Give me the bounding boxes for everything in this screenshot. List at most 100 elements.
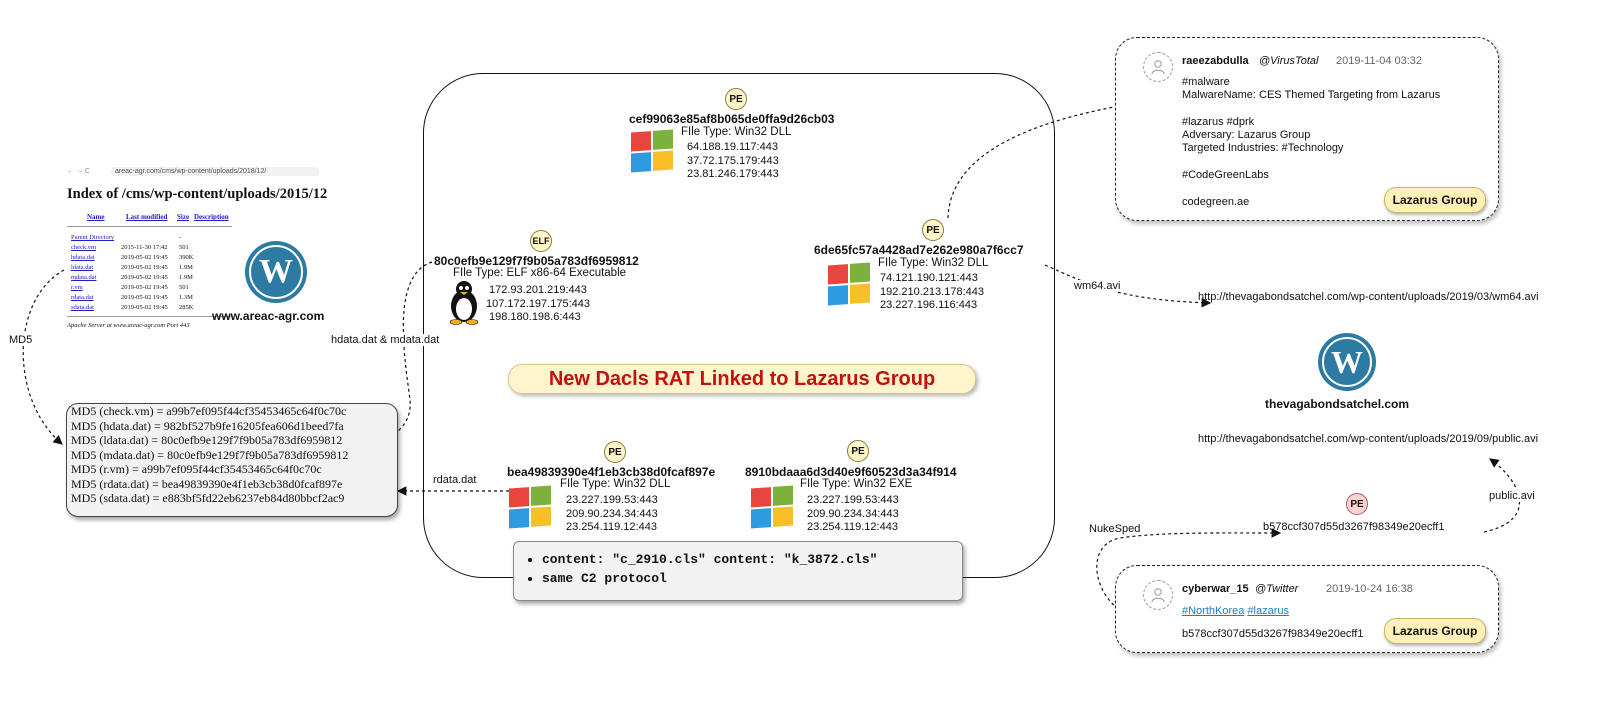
ip-list: 172.93.201.219:443 107.172.197.175:443 1… — [486, 284, 590, 325]
parent-row: Parent Directory - — [71, 234, 181, 241]
file-date: 2019-05-02 19:45 — [121, 274, 168, 281]
col-name: Name — [87, 213, 105, 221]
tweet-line: #malware — [1182, 76, 1230, 88]
file-link[interactable]: check.vm — [71, 244, 97, 251]
col-last-modified: Last modified — [126, 213, 168, 221]
wordpress-logo-icon: W — [245, 241, 307, 303]
edge-label-rdata: rdata.dat — [432, 474, 478, 486]
md5-line: MD5 (ldata.dat) = 80c0efb9e129f7f9b05a78… — [71, 433, 343, 447]
pe-badge: PE — [725, 88, 747, 110]
filetype-pe-top: FIle Type: Win32 DLL — [681, 126, 792, 138]
windows-logo-icon — [828, 262, 870, 306]
divider — [67, 226, 232, 227]
hashtag-link[interactable]: #lazarus — [1247, 605, 1290, 617]
directory-index-screenshot: ← → C areac-agr.com/cms/wp-content/uploa… — [63, 165, 333, 340]
ip-list: 64.188.19.117:443 37.72.175.179:443 23.8… — [687, 141, 779, 182]
pe-badge: PE — [1346, 493, 1368, 515]
ip-list: 23.227.199.53:443 209.90.234.34:443 23.2… — [566, 494, 658, 535]
file-link[interactable]: rdata.dat — [71, 294, 94, 301]
windows-logo-icon — [509, 485, 551, 529]
md5-line: MD5 (sdata.dat) = e883bf5fd22eb6237eb84d… — [71, 491, 345, 505]
file-date: 2019-05-02 19:45 — [121, 294, 168, 301]
tweet-line: codegreen.ae — [1182, 195, 1250, 208]
file-row: mdata.dat 2019-05-02 19:45 1.9M — [71, 274, 193, 281]
ip-list: 23.227.199.53:443 209.90.234.34:443 23.2… — [807, 494, 899, 535]
ip: 23.227.199.53:443 — [807, 494, 899, 506]
hash-pe-top: cef99063e85af8b065de0ffa9d26cb03 — [629, 112, 835, 126]
tweet-card-virustotal: raeezabdulla @VirusTotal 2019-11-04 03:3… — [1115, 37, 1499, 221]
wordpress-logo-icon: W — [1318, 333, 1376, 391]
file-date: 2015-11-30 17:42 — [121, 244, 168, 251]
tweet-line: Targeted Industries: #Technology — [1182, 142, 1344, 155]
parent-size: - — [179, 234, 182, 241]
ip: 209.90.234.34:443 — [807, 507, 899, 520]
hash-pe-br: 8910bdaaa6d3d40e9f60523d3a34f914 — [745, 465, 957, 479]
server-footer: Apache Server at www.areac-agr.com Port … — [67, 322, 190, 329]
content-item: same C2 protocol — [542, 569, 950, 588]
file-date: 2019-05-02 19:45 — [121, 264, 168, 271]
windows-logo-icon — [631, 129, 673, 173]
file-row: rdata.dat 2019-05-02 19:45 1.3M — [71, 294, 193, 301]
file-row: sdata.dat 2019-05-02 19:45 285K — [71, 304, 193, 311]
tweet-date: 2019-11-04 03:32 — [1336, 55, 1423, 67]
ip: 209.90.234.34:443 — [566, 507, 658, 520]
pe-badge: PE — [847, 440, 869, 462]
file-date: 2019-05-02 19:45 — [121, 304, 168, 311]
file-link[interactable]: ldata.dat — [71, 264, 94, 271]
edge-label-md5: MD5 — [8, 334, 34, 346]
avatar-icon — [1143, 580, 1173, 610]
windows-logo-icon — [751, 485, 793, 529]
ip-list: 74.121.190.121:443 192.210.213.178:443 2… — [880, 272, 984, 313]
hashtag-link[interactable]: #NorthKorea — [1182, 605, 1245, 617]
filetype-pe-br: FIle Type: Win32 EXE — [800, 478, 913, 490]
url-public: http://thevagabondsatchel.com/wp-content… — [1198, 433, 1539, 445]
hash-pe-bl: bea49839390e4f1eb3cb38d0fcaf897e — [507, 465, 716, 479]
file-link[interactable]: sdata.dat — [71, 304, 94, 311]
file-size: 1.3M — [179, 294, 193, 301]
md5-line: MD5 (check.vm) = a99b7ef095f44cf35453465… — [71, 404, 347, 418]
tweet-line: #lazarus #dprk — [1182, 115, 1255, 128]
address-bar: areac-agr.com/cms/wp-content/uploads/201… — [111, 167, 319, 176]
parent-directory-link: Parent Directory — [71, 234, 115, 241]
file-link[interactable]: mdata.dat — [71, 274, 97, 281]
attribution-pill: Lazarus Group — [1384, 618, 1486, 644]
hash-pe-right: 6de65fc57a4428ad7e262e980a7f6cc7 — [814, 243, 1024, 257]
ip: 107.172.197.175:443 — [486, 297, 590, 310]
file-link[interactable]: hdata.dat — [71, 254, 95, 261]
filetype-pe-right: FIle Type: Win32 DLL — [878, 257, 989, 269]
site-label-vagabond: thevagabondsatchel.com — [1265, 397, 1410, 411]
divider — [67, 316, 232, 317]
hash-elf: 80c0efb9e129f7f9b05a783df6959812 — [434, 254, 639, 268]
diagram-title: New Dacls RAT Linked to Lazarus Group — [548, 367, 936, 390]
file-size: 285K — [179, 304, 194, 311]
hash-nukesped: b578ccf307d55d3267f98349e20ecff1 — [1263, 521, 1445, 533]
file-size: 1.9M — [179, 274, 193, 281]
edge-label-public: public.avi — [1488, 490, 1536, 502]
url-wm64: http://thevagabondsatchel.com/wp-content… — [1198, 291, 1539, 303]
file-link[interactable]: r.vm — [71, 284, 83, 291]
col-description: Description — [194, 213, 229, 221]
file-size: 501 — [179, 284, 189, 291]
site-label-areac: www.areac-agr.com — [212, 309, 325, 323]
edge-label-nukesped: NukeSped — [1088, 523, 1142, 535]
ip: 23.81.246.179:443 — [687, 168, 779, 180]
tweet-line: #CodeGreenLabs — [1182, 169, 1269, 182]
file-size: 390K — [179, 254, 194, 261]
md5-line: MD5 (rdata.dat) = bea49839390e4f1eb3cb38… — [71, 476, 343, 491]
content-item: content: "c_2910.cls" content: "k_3872.c… — [542, 550, 950, 569]
attribution-pill: Lazarus Group — [1384, 187, 1486, 213]
ip: 64.188.19.117:443 — [687, 141, 778, 153]
file-date: 2019-05-02 19:45 — [121, 254, 168, 261]
edge-wm64 — [1044, 264, 1212, 308]
edge-label-wm64: wm64.avi — [1073, 280, 1122, 292]
md5-hash-list: MD5 (check.vm) = a99b7ef095f44cf35453465… — [66, 403, 398, 517]
avatar-icon — [1143, 52, 1173, 82]
tweet-line: Adversary: Lazarus Group — [1182, 129, 1311, 142]
tweet-line — [1182, 103, 1440, 116]
ip: 74.121.190.121:443 — [880, 272, 978, 284]
ip: 192.210.213.178:443 — [880, 285, 984, 298]
tweet-hash: b578ccf307d55d3267f98349e20ecff1 — [1182, 628, 1364, 640]
